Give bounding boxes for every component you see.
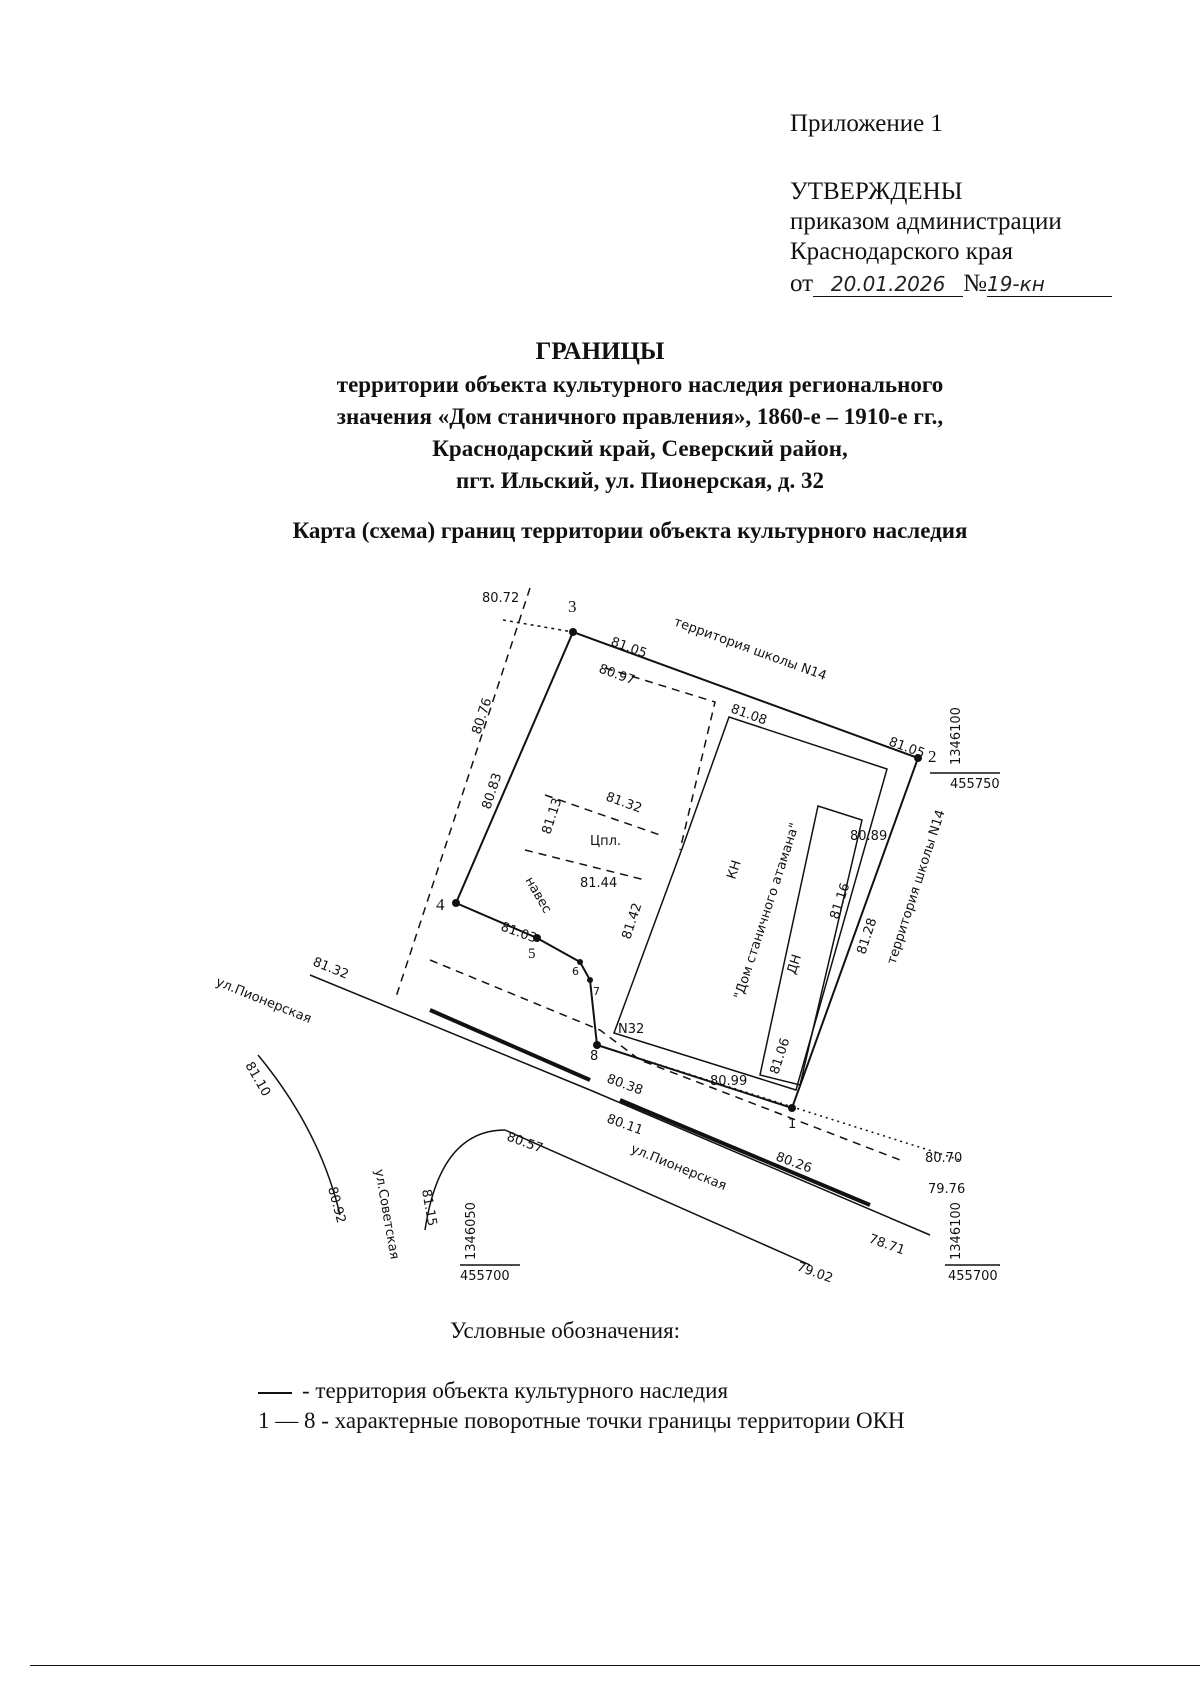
coord-label: 455700	[460, 1269, 510, 1284]
coord-label: 455750	[950, 777, 1000, 792]
annex-outline	[759, 805, 863, 1086]
title-line2: значения «Дом станичного правления», 186…	[336, 404, 944, 429]
point-8: 8	[590, 1049, 598, 1064]
elevation: 81.06	[768, 1036, 794, 1076]
title-line1: территории объекта культурного наследия …	[336, 372, 944, 397]
label-cpl: Цпл.	[590, 834, 621, 849]
appendix-label: Приложение 1	[790, 110, 943, 137]
elevation: 81.03	[499, 920, 539, 947]
elevation-labels: 80.72 81.05 80.97 81.08 81.05 80.76 80.8…	[242, 591, 966, 1286]
label-kn: КН	[725, 859, 745, 882]
point-3: 3	[568, 597, 577, 616]
elevation: 80.97	[597, 662, 637, 689]
point-5: 5	[528, 946, 536, 962]
elevation: 80.89	[850, 829, 887, 844]
title-line4: пгт. Ильский, ул. Пионерская, д. 32	[455, 468, 825, 493]
elevation: 81.44	[580, 876, 617, 891]
elevation: 81.15	[418, 1188, 439, 1227]
elevation: 80.70	[925, 1151, 962, 1166]
legend-item-points: 1 — 8 - характерные поворотные точки гра…	[258, 1408, 905, 1433]
elevation: 80.11	[605, 1112, 645, 1139]
label-school-top: территория школы N14	[672, 615, 829, 684]
elevation: 81.05	[887, 735, 927, 762]
legend-text: - территория объекта культурного наследи…	[302, 1378, 729, 1403]
label-house-number: N32	[618, 1022, 644, 1037]
coord-label: 1346100	[949, 1202, 964, 1260]
elevation: 81.05	[609, 635, 649, 662]
building-outline	[613, 716, 888, 1091]
label-dn: ДН	[785, 953, 805, 977]
elevation: 80.76	[470, 696, 496, 736]
elevation: 79.76	[928, 1182, 965, 1197]
elevation: 80.72	[482, 591, 519, 606]
title-line3: Краснодарский край, Северский район,	[432, 436, 848, 461]
elevation: 78.71	[867, 1232, 907, 1259]
okn-boundary	[454, 631, 920, 1110]
label-street-sovetskaya: ул.Советская	[371, 1168, 402, 1260]
date-prefix: от	[790, 270, 814, 297]
approved-line1: приказом администрации	[790, 208, 1062, 235]
legend-title: Условные обозначения:	[450, 1318, 681, 1343]
elevation: 80.57	[505, 1130, 545, 1157]
approval-number: 19-кн	[986, 272, 1112, 297]
elevation: 81.42	[620, 901, 646, 941]
elevation: 81.13	[540, 796, 566, 836]
number-prefix: №	[963, 270, 987, 297]
elevation: 79.02	[795, 1260, 835, 1287]
approved-line2: Краснодарского края	[790, 238, 1013, 265]
label-school-right: территория школы N14	[885, 808, 949, 966]
boundary-line-symbol	[258, 1391, 292, 1394]
elevation: 80.99	[710, 1074, 747, 1089]
label-naves: навес	[522, 875, 555, 917]
label-street-pionerskaya-2: ул.Пионерская	[629, 1142, 729, 1194]
legend-item-boundary: - территория объекта культурного наследи…	[258, 1378, 728, 1404]
coord-label: 455700	[948, 1269, 998, 1284]
point-7: 7	[593, 985, 600, 998]
footer-rule	[30, 1665, 1200, 1666]
coord-label: 1346050	[464, 1202, 479, 1260]
map-caption: Карта (схема) границ территории объекта …	[292, 518, 968, 543]
label-street-pionerskaya-1: ул.Пионерская	[214, 975, 314, 1027]
elevation: 80.38	[605, 1072, 645, 1099]
elevation: 81.08	[729, 702, 769, 729]
point-1: 1	[788, 1117, 796, 1132]
elevation: 80.83	[480, 771, 506, 811]
approval-date: 20.01.2026	[813, 272, 964, 297]
point-6: 6	[572, 965, 579, 978]
elevation: 81.10	[242, 1060, 274, 1100]
coord-label: 1346100	[949, 707, 964, 765]
point-4: 4	[436, 895, 445, 914]
elevation: 80.92	[324, 1185, 348, 1225]
approved-label: УТВЕРЖДЕНЫ	[790, 178, 963, 205]
title-main: ГРАНИЦЫ	[535, 338, 665, 365]
elevation: 81.32	[604, 790, 644, 817]
point-2: 2	[928, 747, 937, 766]
